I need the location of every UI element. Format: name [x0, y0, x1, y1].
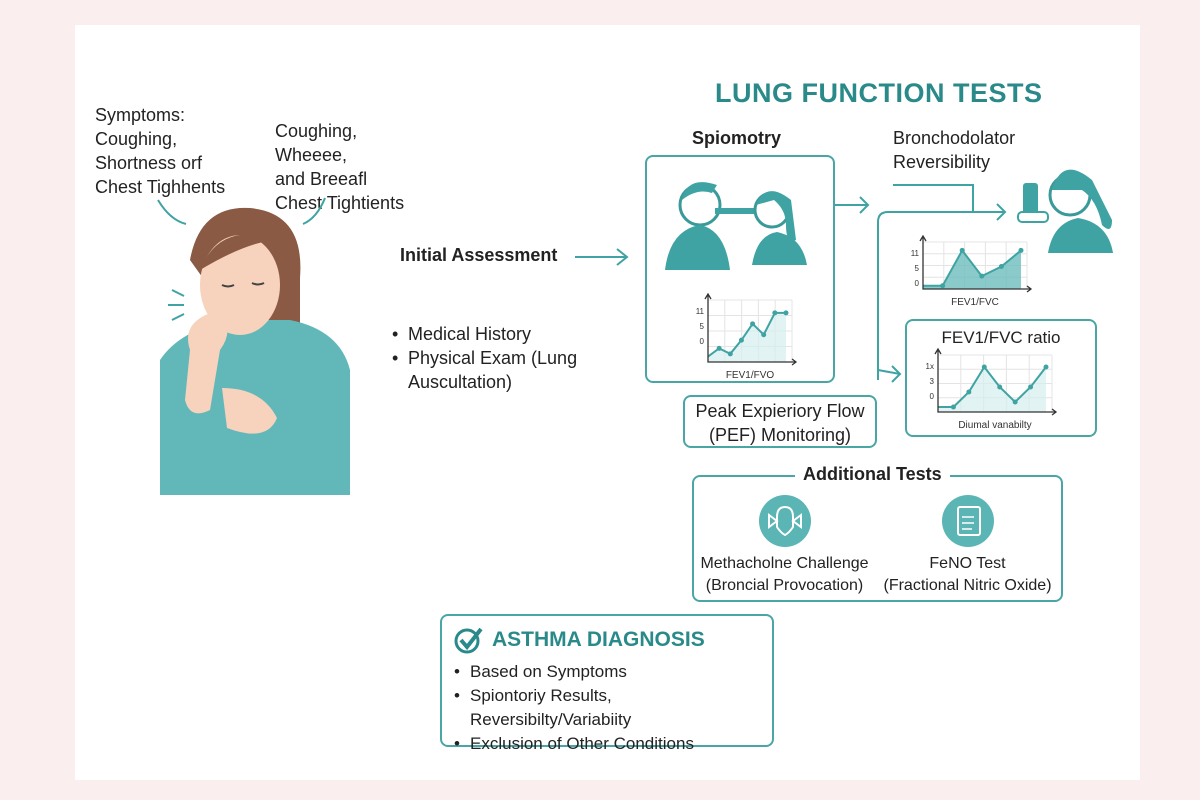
- text-line: Shortness orf: [95, 153, 203, 173]
- data-point: [772, 310, 778, 316]
- y-tick-label: 0: [915, 279, 920, 288]
- ratio-box-label: FEV1/FVC ratio: [941, 328, 1061, 347]
- data-point: [727, 351, 733, 357]
- test-item-feno: FeNO Test (Fractional Nitric Oxide): [875, 495, 1060, 597]
- data-point: [1018, 247, 1024, 253]
- initial-assessment-label: Initial Assessment: [400, 245, 558, 265]
- checkmark-icon: [454, 627, 483, 654]
- text-line: Coughing,: [95, 129, 178, 149]
- diagram-title: LUNG FUNCTION TESTS: [715, 78, 1043, 108]
- chart-axes: [704, 292, 798, 366]
- diagnosis-title: ASTHMA DIAGNOSIS: [492, 628, 705, 651]
- series-area: [708, 312, 786, 362]
- spirometry-label: Spiomotry: [692, 128, 782, 148]
- symptoms-left-label: Symptoms: Coughing, Shortness orf Chest …: [95, 103, 225, 199]
- arrow-initial-to-spirometry: [575, 248, 629, 266]
- y-tick-label: 3: [930, 377, 935, 386]
- text-line: Symptoms:: [95, 105, 186, 125]
- series-line: [938, 365, 1047, 408]
- y-tick-label: 0: [700, 337, 705, 346]
- spirometry-people-icon: [665, 182, 807, 270]
- list-item: Exclusion of Other Conditions: [452, 732, 772, 756]
- y-tick-label: 0: [930, 392, 935, 401]
- data-point: [979, 273, 985, 279]
- asthma-diagnosis-box: ASTHMA DIAGNOSIS Based on Symptoms Spion…: [440, 614, 774, 756]
- data-point: [716, 345, 722, 351]
- additional-tests-label: Additional Tests: [795, 462, 950, 486]
- fev1-fvc-ratio-box: FEV1/FVC ratio: [905, 319, 1097, 437]
- series-area: [923, 250, 1021, 289]
- clipboard-icon: [941, 495, 994, 547]
- data-point: [981, 364, 987, 370]
- text-line: Reversibility: [893, 152, 991, 172]
- data-point: [997, 384, 1003, 390]
- additional-tests-box: [692, 475, 1063, 602]
- test-subtitle: (Fractional Nitric Oxide): [883, 577, 1052, 594]
- chart-axes: [934, 347, 1058, 416]
- chart-axes: [919, 234, 1033, 293]
- test-item-methacholine: Methacholne Challenge (Broncial Provocat…: [692, 495, 877, 597]
- x-axis-label: FEV1/FVO: [726, 370, 775, 381]
- data-point: [966, 389, 972, 395]
- text-line: Chest Tighhents: [95, 177, 226, 197]
- diagnosis-list: Based on Symptoms Spiontoriy Results, Re…: [452, 660, 772, 756]
- text-line: and Breeafl: [275, 169, 368, 189]
- text-line: (PEF) Monitoring): [708, 425, 852, 445]
- text-line: Chest Tightients: [275, 193, 405, 213]
- y-tick-label: 1x: [926, 362, 934, 371]
- data-point: [738, 337, 744, 343]
- text-line: Wheeee,: [275, 145, 348, 165]
- data-point: [761, 332, 767, 338]
- x-axis-label: Diumal vanabilty: [958, 420, 1031, 431]
- list-item: Medical History: [390, 322, 610, 346]
- list-item: Based on Symptoms: [452, 660, 772, 684]
- series-line: [923, 248, 1022, 287]
- text-line: Coughing,: [275, 121, 358, 141]
- list-item: Physical Exam (Lung Auscultation): [390, 346, 610, 394]
- data-point: [1043, 364, 1049, 370]
- y-tick-label: 11: [911, 249, 920, 258]
- flow-arrows: [835, 184, 1007, 383]
- y-tick-label: 11: [696, 307, 705, 316]
- text-line: Peak Expieriory Flow: [695, 401, 865, 421]
- test-subtitle: (Broncial Provocation): [705, 577, 864, 594]
- data-point: [959, 247, 965, 253]
- data-point: [750, 321, 756, 327]
- series-area: [938, 367, 1046, 412]
- data-point: [950, 404, 956, 410]
- text-line: Bronchodolator: [893, 128, 1016, 148]
- pef-monitoring-box: Peak Expieriory Flow (PEF) Monitoring): [683, 395, 877, 448]
- data-point: [783, 310, 789, 316]
- lungs-icon: [758, 495, 811, 547]
- assessment-list: Medical History Physical Exam (Lung Ausc…: [390, 322, 610, 394]
- data-point: [998, 264, 1004, 269]
- x-axis-label: FEV1/FVC: [951, 297, 999, 308]
- data-point: [1028, 384, 1034, 390]
- test-name: FeNO Test: [929, 555, 1006, 572]
- test-name: Methacholne Challenge: [700, 555, 869, 572]
- list-item: Spiontoriy Results, Reversibilty/Variabi…: [452, 684, 772, 732]
- inhaler-person-icon: [1017, 169, 1113, 253]
- data-point: [1012, 399, 1018, 405]
- y-tick-label: 5: [915, 264, 920, 273]
- data-point: [940, 283, 946, 289]
- symptoms-right-label: Coughing, Wheeee, and Breeafl Chest Tigh…: [275, 119, 404, 215]
- bronchodilator-label: Bronchodolator Reversibility: [893, 126, 1015, 174]
- y-tick-label: 5: [700, 322, 705, 331]
